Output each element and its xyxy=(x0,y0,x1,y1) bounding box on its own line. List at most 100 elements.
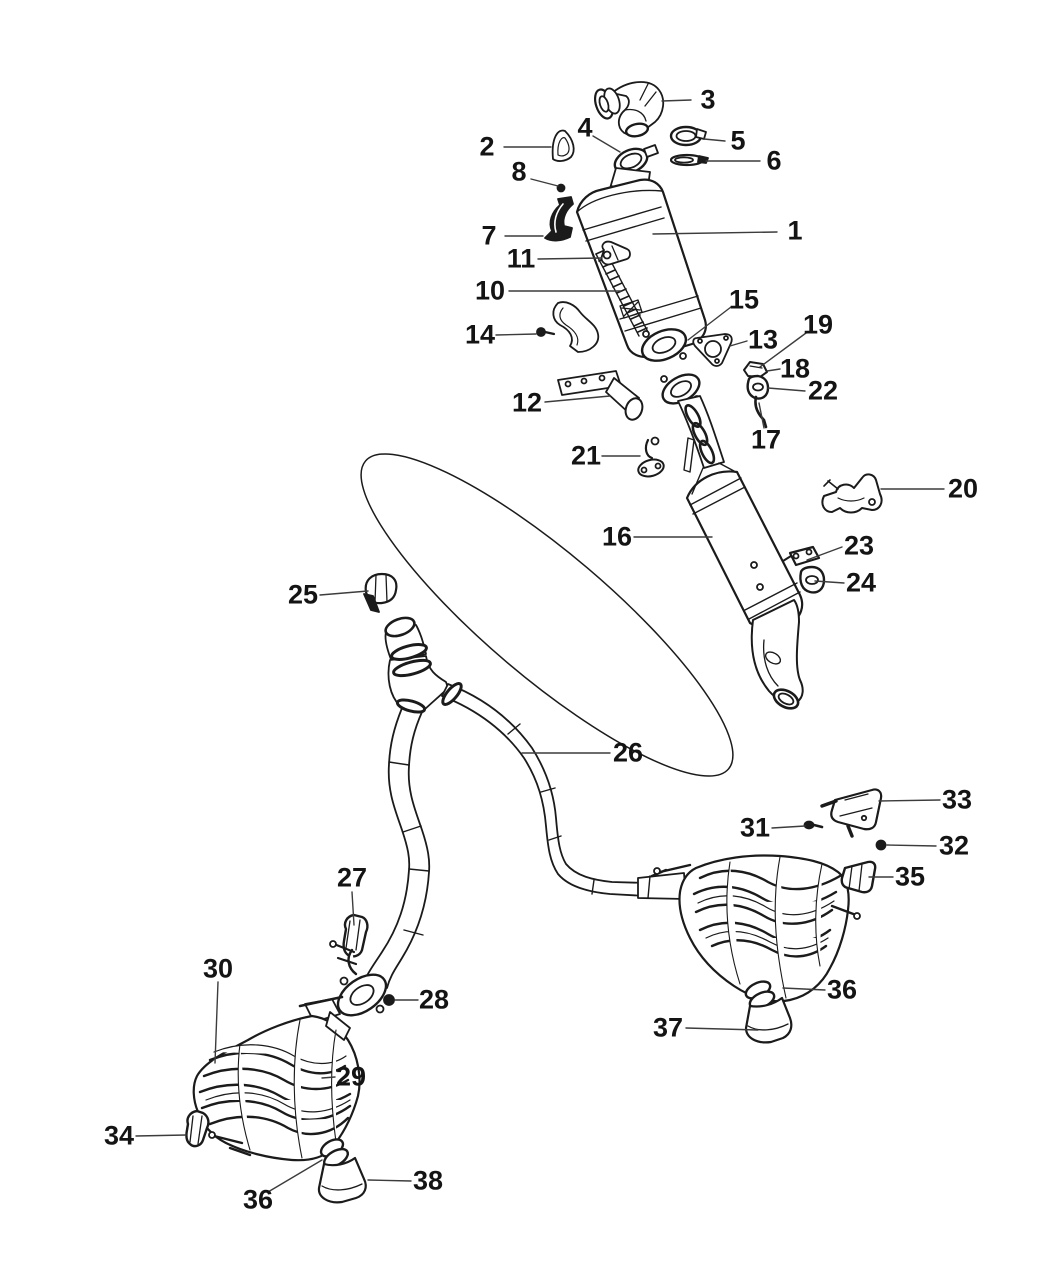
callout-35[interactable]: 35 xyxy=(894,861,926,892)
callout-2[interactable]: 2 xyxy=(479,131,495,162)
part-21-hanger xyxy=(637,436,665,478)
part-2-gasket xyxy=(551,129,575,162)
part-15-outlet-flange xyxy=(640,328,688,362)
part-17-hanger-rod xyxy=(754,395,768,429)
leader-36-right xyxy=(782,987,826,991)
callout-20[interactable]: 20 xyxy=(947,473,979,504)
leader-29 xyxy=(321,1076,336,1079)
leader-lines xyxy=(135,99,945,1193)
left-muffler-tip-joint xyxy=(319,1138,349,1169)
leader-15 xyxy=(687,306,732,341)
part-3-elbow-pipe xyxy=(593,81,665,138)
leader-19 xyxy=(759,332,807,368)
part-5-clamp xyxy=(669,125,707,147)
callout-13[interactable]: 13 xyxy=(747,324,779,355)
part-8-bolt xyxy=(556,183,566,193)
callout-6[interactable]: 6 xyxy=(766,145,782,176)
leader-33 xyxy=(878,799,941,802)
callout-1[interactable]: 1 xyxy=(787,215,803,246)
part-32-nut xyxy=(875,839,887,851)
callout-16[interactable]: 16 xyxy=(601,521,633,552)
part-30-left-muffler xyxy=(192,995,361,1162)
part-33-isolator xyxy=(820,788,883,838)
part-31-screw xyxy=(803,820,824,830)
part-16-front-pipe xyxy=(660,373,725,473)
hanger-rod-assembly xyxy=(329,940,358,976)
callout-11[interactable]: 11 xyxy=(506,243,536,274)
callout-33[interactable]: 33 xyxy=(941,784,973,815)
part-25-clamp xyxy=(363,572,398,613)
callout-4[interactable]: 4 xyxy=(577,112,593,143)
callout-31[interactable]: 31 xyxy=(739,812,771,843)
leader-8 xyxy=(530,178,559,187)
callout-12[interactable]: 12 xyxy=(511,387,543,418)
callout-8[interactable]: 8 xyxy=(511,156,527,187)
callout-23[interactable]: 23 xyxy=(843,530,875,561)
part-26-y-pipe xyxy=(364,616,683,989)
part-14-bracket xyxy=(536,301,600,353)
callout-7[interactable]: 7 xyxy=(481,220,497,251)
part-7-bracket xyxy=(544,196,574,242)
leader-14 xyxy=(495,333,537,336)
callout-36-right[interactable]: 36 xyxy=(826,974,858,1005)
part-6-clamp xyxy=(669,153,709,167)
part-11-clamp-bolt xyxy=(600,240,631,266)
callout-38[interactable]: 38 xyxy=(412,1165,444,1196)
callout-15[interactable]: 15 xyxy=(728,284,760,315)
part-22-isolator xyxy=(746,374,770,400)
leader-38 xyxy=(367,1179,412,1182)
leader-34 xyxy=(135,1134,187,1137)
part-28-bolt xyxy=(383,994,395,1006)
leader-17 xyxy=(758,402,765,429)
leader-5 xyxy=(703,138,726,142)
part-1-dpf-canister xyxy=(575,178,707,358)
callout-17[interactable]: 17 xyxy=(750,424,782,455)
part-right-muffler xyxy=(678,854,861,1003)
leader-4 xyxy=(592,135,621,153)
callout-14[interactable]: 14 xyxy=(464,319,496,350)
leader-37 xyxy=(685,1027,759,1031)
part-16-resonator xyxy=(685,462,804,629)
part-23-hanger-bracket xyxy=(782,545,821,567)
callout-27[interactable]: 27 xyxy=(336,862,368,893)
callout-19[interactable]: 19 xyxy=(802,309,834,340)
right-muffler-inlet-pipe xyxy=(637,863,692,900)
part-37-exhaust-tip-right xyxy=(744,996,793,1044)
callout-25[interactable]: 25 xyxy=(287,579,319,610)
leader-27 xyxy=(351,891,355,926)
leader-31 xyxy=(771,825,806,829)
callout-34[interactable]: 34 xyxy=(103,1120,135,1151)
leader-12 xyxy=(544,395,611,403)
callout-18[interactable]: 18 xyxy=(779,353,811,384)
callout-28[interactable]: 28 xyxy=(418,984,450,1015)
callout-22[interactable]: 22 xyxy=(807,375,839,406)
callout-24[interactable]: 24 xyxy=(845,567,877,598)
callout-29[interactable]: 29 xyxy=(335,1061,367,1092)
leader-22 xyxy=(767,387,806,392)
part-27-clamp xyxy=(342,913,369,958)
leader-13 xyxy=(729,340,748,347)
leader-11 xyxy=(537,257,603,260)
callout-3[interactable]: 3 xyxy=(700,84,716,115)
leader-32 xyxy=(886,844,937,847)
part-34-clamp xyxy=(185,1109,210,1148)
part-13-gasket xyxy=(692,333,733,367)
callout-26[interactable]: 26 xyxy=(612,737,644,768)
callout-5[interactable]: 5 xyxy=(730,125,746,156)
callout-30[interactable]: 30 xyxy=(202,953,234,984)
part-12-bracket xyxy=(557,370,644,421)
callout-36-left[interactable]: 36 xyxy=(242,1184,274,1215)
leader-30 xyxy=(214,981,219,1064)
part-24-isolator xyxy=(799,565,826,594)
callout-21[interactable]: 21 xyxy=(570,440,602,471)
pipe-routing-loop xyxy=(360,453,734,777)
leader-24 xyxy=(814,580,845,584)
leader-3 xyxy=(661,99,692,102)
part-35-clamp xyxy=(840,860,877,894)
part-20-bracket xyxy=(821,473,883,514)
callout-10[interactable]: 10 xyxy=(474,275,506,306)
callout-37[interactable]: 37 xyxy=(652,1012,684,1043)
callout-32[interactable]: 32 xyxy=(938,830,970,861)
